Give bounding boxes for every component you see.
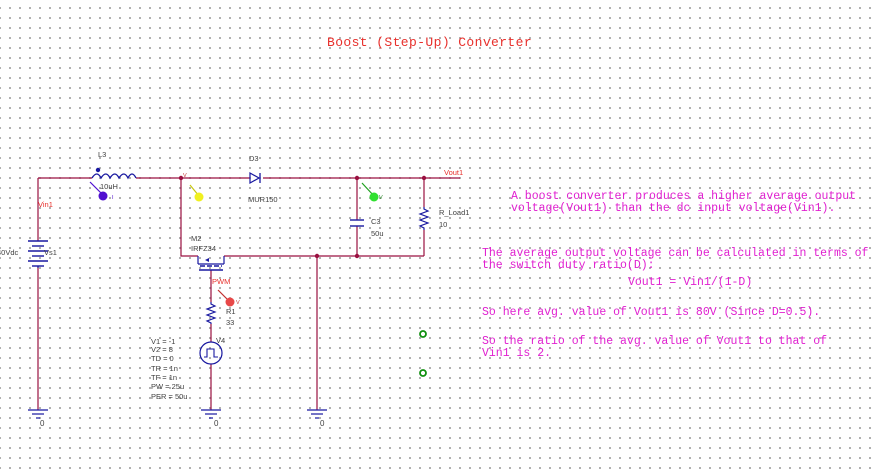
- ground-label: 0: [214, 419, 219, 428]
- voltage-probe-switch-node[interactable]: V: [183, 173, 204, 202]
- resistor-r1[interactable]: R1 33: [205, 302, 236, 327]
- pulse-param: V2 = 8: [151, 345, 173, 354]
- note-boost-description: A boost converter produces a higher aver…: [511, 190, 857, 215]
- diode-model-label: MUR150: [248, 195, 278, 204]
- pulse-param: PER = 50u: [151, 392, 187, 401]
- pwm-probe-letter: V: [236, 300, 240, 306]
- wires: [37, 177, 460, 410]
- inductor-value-label: 10uH: [100, 182, 118, 191]
- junction-switch-node: [178, 175, 184, 181]
- net-label-vout: Vout1: [444, 168, 463, 177]
- marker-circle: [419, 330, 427, 338]
- capacitor-c3[interactable]: C3 50u: [350, 217, 384, 238]
- ground-label: 0: [320, 419, 325, 428]
- dc-source-vs1[interactable]: Vs1 40Vdc: [0, 240, 57, 268]
- note-average-voltage: The average output voltage can be calcul…: [482, 247, 869, 272]
- junction-ground-mid: [314, 253, 320, 259]
- r1-ref-label: R1: [226, 307, 236, 316]
- schematic-title: Boost (Step-Up) Converter: [327, 35, 533, 50]
- inductor-l3[interactable]: L3 10uH: [91, 150, 137, 191]
- junction-cap-top: [354, 175, 360, 181]
- switch-probe-letter: V: [183, 173, 187, 179]
- vs1-value-label: 40Vdc: [0, 248, 19, 257]
- load-value-label: 10: [439, 220, 447, 229]
- pulse-source-v4[interactable]: V4: [199, 336, 225, 365]
- v4-ref-label: V4: [216, 336, 225, 345]
- note-average-value: So here avg. value of Vout1 is 80V (Sinc…: [482, 306, 821, 319]
- mosfet-model-label: IRFZ34: [191, 244, 216, 253]
- resistor-load[interactable]: R_Load1 10: [418, 207, 469, 230]
- ground-label: 0: [40, 419, 45, 428]
- pulse-param: V1 = -1: [151, 337, 175, 346]
- wire-switch-node-down[interactable]: [180, 178, 198, 257]
- note-formula: Vout1 = Vin1/(1-D): [628, 276, 753, 289]
- pulse-param: TD = 0: [151, 354, 174, 363]
- mosfet-m2[interactable]: M2 IRFZ34: [191, 234, 225, 271]
- inductor-ref-label: L3: [98, 150, 106, 159]
- diode-ref-label: D3: [249, 154, 259, 163]
- junction-cap-bottom: [354, 253, 360, 259]
- vs1-ref-label: Vs1: [44, 248, 57, 257]
- diode-d3[interactable]: D3 MUR150: [248, 154, 278, 204]
- note-ratio: So the ratio of the avg. value of Vout1 …: [482, 335, 828, 360]
- load-ref-label: R_Load1: [439, 208, 469, 217]
- capacitor-value-label: 50u: [371, 229, 384, 238]
- pulse-params: V1 = -1 V2 = 8 TD = 0 TR = 1n TF = 1n PW…: [151, 337, 187, 401]
- capacitor-ref-label: C3: [371, 217, 381, 226]
- mosfet-ref-label: M2: [191, 234, 201, 243]
- output-probe-letter: V: [379, 195, 383, 201]
- junctions: [178, 175, 427, 259]
- pulse-param: TF = 1n: [151, 373, 177, 382]
- current-probe-letter: I: [112, 195, 114, 201]
- pulse-param: PW = 25u: [151, 382, 184, 391]
- ground-left[interactable]: 0: [28, 409, 48, 428]
- r1-value-label: 33: [226, 318, 234, 327]
- voltage-probe-pwm[interactable]: V: [217, 289, 240, 307]
- junction-load-top: [421, 175, 427, 181]
- net-label-vin: Vin1: [38, 200, 53, 209]
- green-markers: [419, 330, 427, 377]
- net-label-pwm: PWM: [212, 277, 230, 286]
- current-probe[interactable]: I: [89, 181, 114, 201]
- marker-circle: [419, 369, 427, 377]
- voltage-probe-output[interactable]: V: [361, 182, 383, 202]
- pulse-param: TR = 1n: [151, 364, 178, 373]
- ground-middle[interactable]: 0: [307, 409, 327, 428]
- ground-pulse[interactable]: 0: [201, 409, 221, 428]
